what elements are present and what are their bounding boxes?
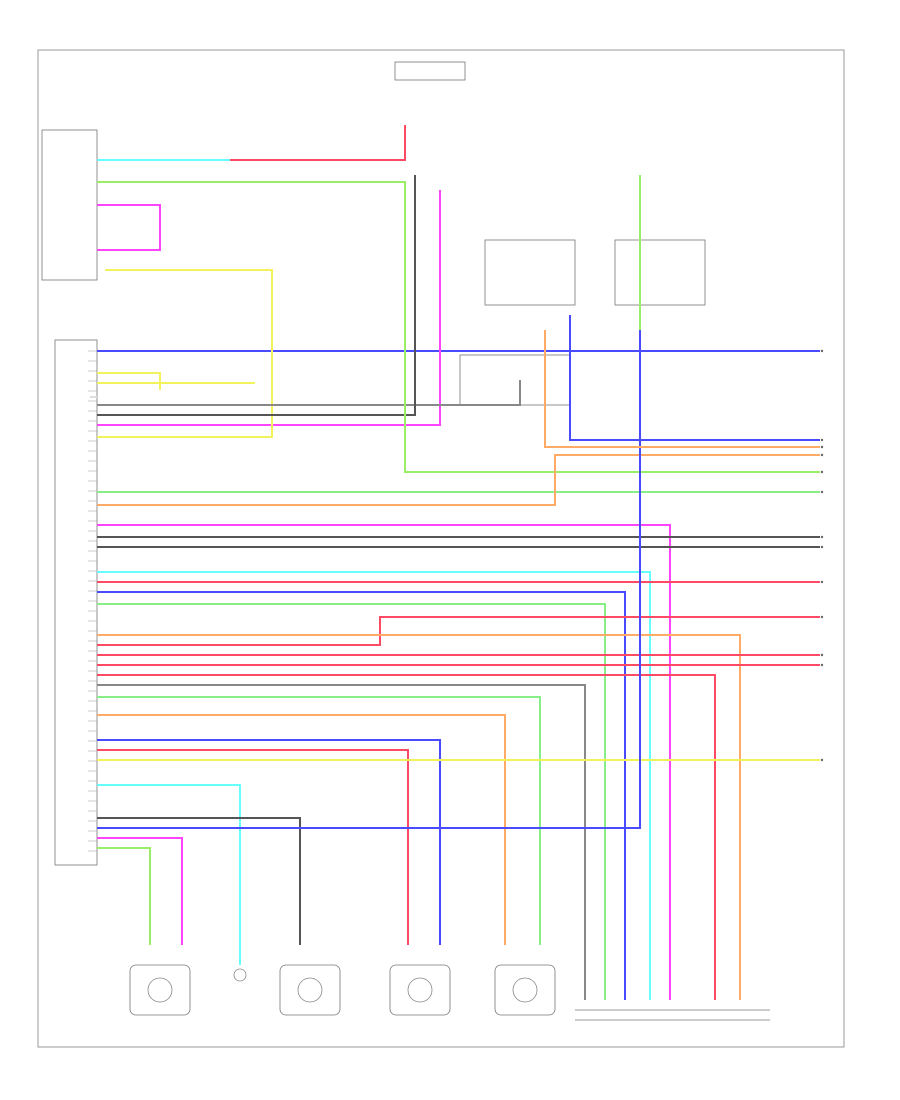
wire-yellow	[97, 269, 273, 438]
terminal-dot	[820, 653, 824, 657]
light-control-block	[41, 129, 98, 281]
wire-red	[97, 674, 716, 1000]
wire-orange	[97, 454, 820, 506]
wire-pink	[97, 524, 671, 1000]
terminal-dot	[820, 663, 824, 667]
right-terminal-markers	[820, 349, 824, 762]
terminal-dot	[820, 470, 824, 474]
diagram-frame	[37, 49, 845, 1048]
terminal-dot	[820, 535, 824, 539]
terminal-dot	[820, 445, 824, 449]
connector-pin-labels	[88, 350, 97, 852]
terminal-dot	[820, 758, 824, 762]
fuse-block	[394, 61, 466, 81]
wire-black	[97, 817, 301, 945]
wire-red	[97, 125, 406, 161]
wire-orange	[97, 634, 741, 1000]
wire-yellow	[97, 372, 161, 390]
wire-blue	[97, 739, 441, 945]
wire-green	[97, 181, 820, 473]
wire-gray	[97, 684, 586, 1000]
terminal-dot	[820, 580, 824, 584]
wire-blue	[97, 175, 641, 829]
terminal-dot	[820, 615, 824, 619]
terminal-dot	[820, 349, 824, 353]
terminal-dot	[820, 438, 824, 442]
relay-switch-block	[459, 354, 571, 406]
sensor-component-1	[129, 964, 191, 1016]
wire-ltgreen	[97, 696, 541, 945]
wire-ltgreen	[97, 603, 606, 1000]
small-sensor-component	[233, 968, 247, 982]
sensor-component-4	[494, 964, 556, 1016]
terminal-dot	[820, 453, 824, 457]
terminal-dot	[820, 545, 824, 549]
wire-orange	[97, 714, 506, 945]
main-connector-block	[54, 339, 98, 866]
wire-pink	[97, 837, 183, 945]
wire-layer	[90, 125, 820, 1000]
wire-orange	[544, 330, 820, 448]
wire-blue	[569, 315, 820, 441]
wire-cyan	[97, 571, 651, 1000]
wire-cyan	[97, 784, 241, 965]
sensor-component-2	[279, 964, 341, 1016]
wire-blue	[97, 591, 626, 1000]
relay-block-left	[484, 239, 576, 306]
wire-black	[97, 175, 416, 416]
bottom-right-connector	[575, 1009, 770, 1021]
relay-block-right	[614, 239, 706, 306]
terminal-dot	[820, 490, 824, 494]
wire-pink	[97, 204, 161, 251]
wire-red	[97, 749, 409, 945]
wire-pink	[97, 190, 441, 426]
wire-gray	[97, 380, 521, 406]
wire-green	[97, 847, 151, 945]
sensor-component-3	[389, 964, 451, 1016]
wire-red	[97, 616, 820, 646]
